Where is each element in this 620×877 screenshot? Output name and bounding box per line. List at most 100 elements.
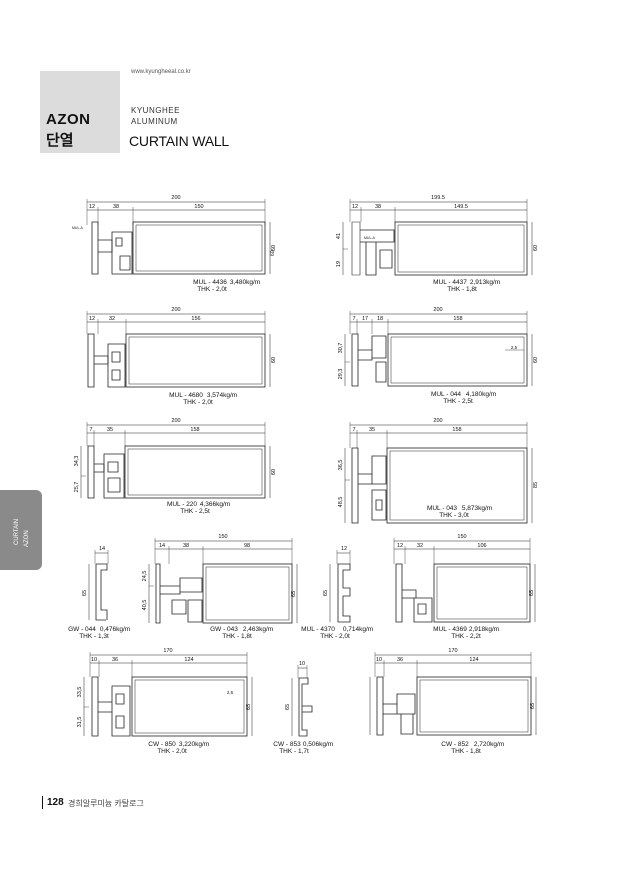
profile-caption-weight: 3,220kg/m bbox=[179, 741, 209, 748]
dim-label: 38 bbox=[113, 204, 119, 210]
profile-mul-043 bbox=[344, 422, 533, 524]
website-url[interactable]: www.kyungheeal.co.kr bbox=[131, 69, 191, 75]
profile-caption-weight: 0,714kg/m bbox=[343, 626, 373, 633]
dim-label: 170 bbox=[163, 648, 172, 654]
profile-caption-thk: THK - 1,8t bbox=[447, 286, 477, 293]
footer-divider bbox=[42, 796, 43, 809]
dim-label: 12 bbox=[397, 543, 403, 549]
dim-label: 60 bbox=[533, 245, 539, 251]
dim-label: 60 bbox=[271, 357, 277, 363]
profile-caption-weight: 2,913kg/m bbox=[470, 279, 500, 286]
dim-label: 124 bbox=[184, 657, 193, 663]
profile-caption-code: GW - 043 bbox=[210, 626, 238, 633]
profile-caption-thk: THK - 2,0t bbox=[183, 399, 213, 406]
profile-caption-code: MUL - 044 bbox=[431, 391, 461, 398]
dim-label: 2,5 bbox=[511, 345, 518, 350]
dim-label: 85 bbox=[533, 482, 539, 488]
brand-line-1: KYUNGHEE bbox=[131, 106, 180, 115]
dim-label: 150 bbox=[194, 204, 203, 210]
profile-caption-thk: THK - 1,7t bbox=[279, 748, 309, 755]
profile-mul-220 bbox=[80, 422, 271, 499]
profile-caption-thk: THK - 2,0t bbox=[197, 286, 227, 293]
profile-caption-weight: 4,366kg/m bbox=[200, 501, 230, 508]
dim-label: 14 bbox=[159, 543, 165, 549]
dim-label: 65 bbox=[291, 591, 297, 597]
profile-caption-weight: 2,463kg/m bbox=[243, 626, 273, 633]
dim-label: 48,5 bbox=[338, 497, 344, 508]
dim-label: 2,5 bbox=[227, 690, 234, 695]
profile-mul-4437 bbox=[342, 199, 533, 276]
dim-label: 30,7 bbox=[338, 343, 344, 354]
dim-label: 12 bbox=[89, 316, 95, 322]
dim-label: 65 bbox=[323, 590, 329, 596]
profile-caption-code: CW - 852 bbox=[441, 741, 469, 748]
profile-caption-weight: 5,873kg/m bbox=[462, 505, 492, 512]
header-grey-box bbox=[40, 71, 120, 153]
profile-mul-4369 bbox=[393, 538, 536, 623]
profile-caption-code: MUL - 4436 bbox=[193, 279, 227, 286]
dim-label: 7 bbox=[352, 427, 355, 433]
dim-label: 29,3 bbox=[338, 369, 344, 380]
dim-label: 200 bbox=[171, 195, 180, 201]
dim-label: 7 bbox=[352, 316, 355, 322]
profile-caption-code: MUL - 043 bbox=[427, 505, 457, 512]
dim-label: 25,7 bbox=[74, 482, 80, 493]
profile-caption-thk: THK - 3,0t bbox=[439, 512, 469, 519]
profile-gw-043 bbox=[148, 538, 298, 624]
dim-label: 24,5 bbox=[142, 571, 148, 582]
profile-tag: MUL-A bbox=[72, 226, 84, 230]
profile-cw-853 bbox=[291, 665, 313, 737]
header-subtitle: 단열 bbox=[46, 132, 74, 149]
dim-label: 19 bbox=[336, 261, 342, 267]
profile-cw-850 bbox=[83, 652, 253, 737]
profile-caption-code: MUL - 220 bbox=[167, 501, 197, 508]
dim-label: 98 bbox=[244, 543, 250, 549]
dim-label: 36 bbox=[397, 657, 403, 663]
profile-caption-weight: 0,506kg/m bbox=[303, 741, 333, 748]
profile-caption-weight: 0,476kg/m bbox=[100, 626, 130, 633]
profile-tag: MUL-A bbox=[364, 236, 376, 240]
section-side-tab[interactable] bbox=[0, 490, 42, 570]
profile-caption-weight: 2,918kg/m bbox=[469, 626, 499, 633]
dim-label: 65 bbox=[529, 590, 535, 596]
footer-text: 경희알루미늄 카탈로그 bbox=[68, 799, 144, 808]
dim-label: 200 bbox=[171, 418, 180, 424]
dim-label: 60 bbox=[533, 357, 539, 363]
dim-label: 33,5 bbox=[77, 687, 83, 698]
profile-caption-code: GW - 044 bbox=[68, 626, 96, 633]
dim-label: 150 bbox=[218, 534, 227, 540]
dim-label: 32 bbox=[109, 316, 115, 322]
category-title: CURTAIN WALL bbox=[129, 133, 230, 149]
dim-label: 106 bbox=[477, 543, 486, 549]
dim-label: 41 bbox=[336, 233, 342, 239]
dim-label: 60 bbox=[271, 245, 277, 251]
dim-label: 10 bbox=[91, 657, 97, 663]
profile-gw-044 bbox=[88, 550, 109, 621]
profile-caption-weight: 3,480kg/m bbox=[230, 279, 260, 286]
profile-caption-thk: THK - 2,5t bbox=[443, 398, 473, 405]
dim-label: 199.5 bbox=[431, 195, 445, 201]
profile-mul-4436: 60 bbox=[86, 199, 276, 275]
dim-label: 158 bbox=[190, 427, 199, 433]
profile-caption-code: MUL - 4437 bbox=[433, 279, 467, 286]
profile-caption-thk: THK - 1,8t bbox=[222, 633, 252, 640]
dim-label: 149.5 bbox=[454, 204, 468, 210]
dim-label: 14 bbox=[99, 546, 105, 552]
dim-label: 200 bbox=[171, 307, 180, 313]
dim-label: 35 bbox=[107, 427, 113, 433]
dim-label: 12 bbox=[341, 546, 347, 552]
dim-label: 65 bbox=[246, 704, 252, 710]
dim-label: 170 bbox=[448, 648, 457, 654]
dim-label: 12 bbox=[89, 204, 95, 210]
dim-label: 65 bbox=[285, 704, 291, 710]
profile-caption-thk: THK - 1,3t bbox=[79, 633, 109, 640]
dim-label: 150 bbox=[457, 534, 466, 540]
dim-label: 156 bbox=[191, 316, 200, 322]
page-number: 128 bbox=[47, 797, 64, 808]
profile-caption-thk: THK - 2,2t bbox=[451, 633, 481, 640]
dim-label: 10 bbox=[299, 661, 305, 667]
dim-label: 200 bbox=[433, 418, 442, 424]
dim-label: 31,5 bbox=[77, 717, 83, 728]
brand-line-2: ALUMINUM bbox=[131, 117, 178, 126]
dim-label: 40,5 bbox=[142, 600, 148, 611]
